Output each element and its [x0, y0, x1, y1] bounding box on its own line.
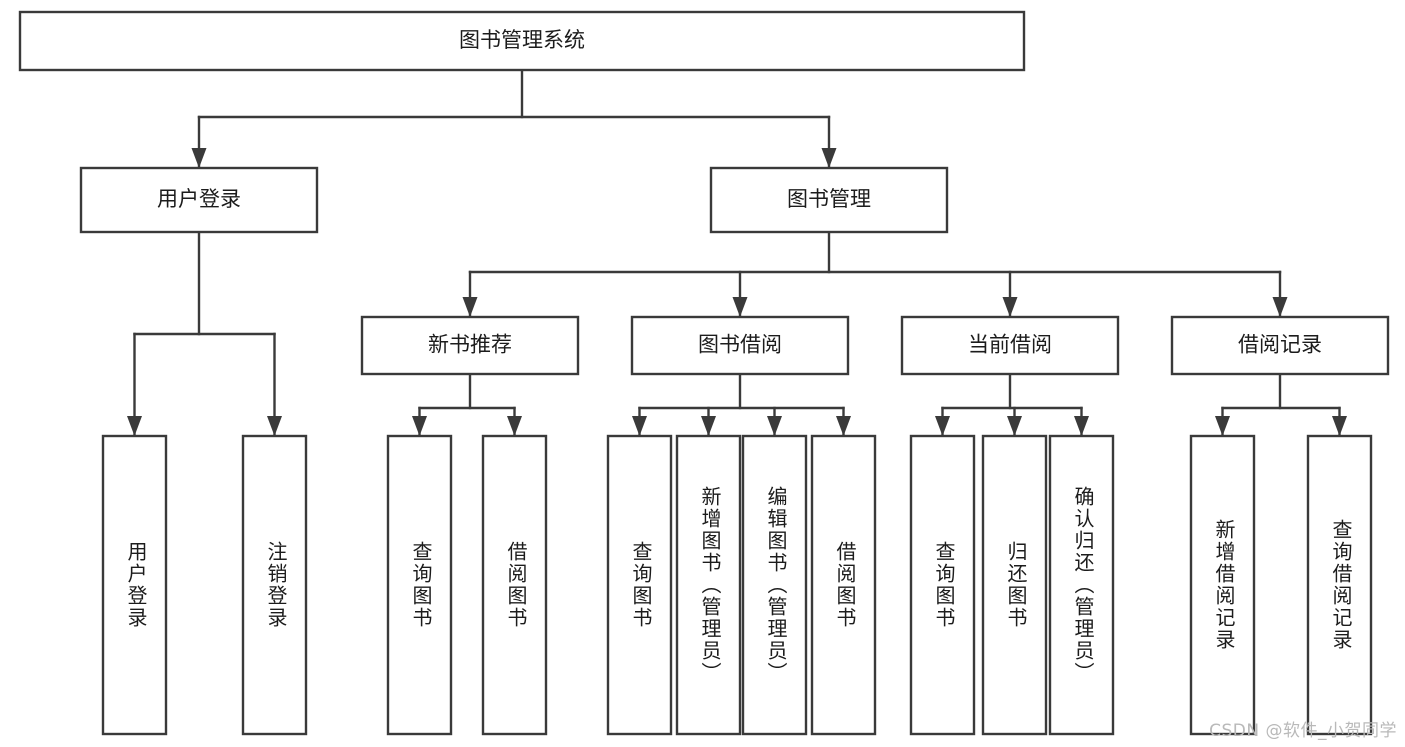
node-label-root: 图书管理系统 — [459, 28, 585, 52]
node-label-leaf-add-borrow-record: 新增借阅记录 — [1212, 519, 1236, 651]
node-current-borrow[interactable]: 当前借阅 — [900, 315, 1120, 376]
node-new-book-recommend[interactable]: 新书推荐 — [360, 315, 580, 376]
arrow-head-icon-current-borrow-0 — [935, 416, 950, 436]
node-box-leaf-query-book-recommend — [386, 434, 453, 736]
node-label-borrow-records: 借阅记录 — [1238, 333, 1322, 357]
arrow-head-icon-level3-3 — [1272, 297, 1288, 317]
node-leaf-user-logout[interactable]: 注销登录 — [241, 434, 308, 736]
node-root[interactable]: 图书管理系统 — [18, 10, 1026, 72]
node-box-leaf-query-borrow-record — [1306, 434, 1373, 736]
node-box-leaf-return-book — [981, 434, 1048, 736]
node-leaf-add-book-admin[interactable]: 新增图书（管理员） — [675, 434, 742, 736]
node-label-leaf-edit-book-admin: 编辑图书（管理员） — [764, 486, 788, 684]
arrow-head-icon-level2-1 — [821, 148, 837, 168]
node-label-current-borrow: 当前借阅 — [968, 333, 1052, 357]
node-leaf-edit-book-admin[interactable]: 编辑图书（管理员） — [741, 434, 808, 736]
node-box-leaf-borrow-book — [810, 434, 877, 736]
arrow-head-icon-book-borrow-2 — [767, 416, 782, 436]
node-label-new-book-recommend: 新书推荐 — [428, 333, 512, 357]
node-borrow-records[interactable]: 借阅记录 — [1170, 315, 1390, 376]
node-box-leaf-query-book-borrow — [606, 434, 673, 736]
arrow-head-icon-current-borrow-2 — [1074, 416, 1089, 436]
node-leaf-query-book-recommend[interactable]: 查询图书 — [386, 434, 453, 736]
arrow-head-icon-book-borrow-3 — [836, 416, 851, 436]
node-book-manage[interactable]: 图书管理 — [709, 166, 949, 234]
node-label-leaf-borrow-book: 借阅图书 — [833, 541, 857, 629]
node-leaf-borrow-book[interactable]: 借阅图书 — [810, 434, 877, 736]
arrow-head-icon-new-book-recommend-0 — [412, 416, 427, 436]
node-leaf-query-book-current[interactable]: 查询图书 — [909, 434, 976, 736]
node-box-leaf-add-borrow-record — [1189, 434, 1256, 736]
node-box-leaf-edit-book-admin — [741, 434, 808, 736]
node-box-leaf-add-book-admin — [675, 434, 742, 736]
node-label-leaf-borrow-book-recommend: 借阅图书 — [504, 541, 528, 629]
node-label-leaf-user-login: 用户登录 — [124, 541, 148, 629]
node-box-leaf-borrow-book-recommend — [481, 434, 548, 736]
node-leaf-confirm-return-admin[interactable]: 确认归还（管理员） — [1048, 434, 1115, 736]
node-label-leaf-user-logout: 注销登录 — [264, 541, 288, 629]
node-book-borrow[interactable]: 图书借阅 — [630, 315, 850, 376]
arrow-head-icon-level3-0 — [462, 297, 478, 317]
node-user-login[interactable]: 用户登录 — [79, 166, 319, 234]
arrow-head-icon-level3-2 — [1002, 297, 1018, 317]
arrow-head-icon-current-borrow-1 — [1007, 416, 1022, 436]
node-label-leaf-return-book: 归还图书 — [1004, 541, 1028, 629]
arrow-head-icon-new-book-recommend-1 — [507, 416, 522, 436]
node-box-book-manage — [709, 166, 949, 234]
connectors-layer — [127, 68, 1347, 436]
node-label-leaf-add-book-admin: 新增图书（管理员） — [698, 486, 722, 684]
node-label-book-manage: 图书管理 — [787, 187, 871, 211]
arrow-head-icon-borrow-records-1 — [1332, 416, 1347, 436]
node-label-leaf-query-book-borrow: 查询图书 — [629, 541, 653, 629]
arrow-head-icon-borrow-records-0 — [1215, 416, 1230, 436]
arrow-head-icon-book-borrow-1 — [701, 416, 716, 436]
node-box-root — [18, 10, 1026, 72]
arrow-head-icon-user-login-1 — [267, 416, 282, 436]
node-box-new-book-recommend — [360, 315, 580, 376]
node-leaf-return-book[interactable]: 归还图书 — [981, 434, 1048, 736]
node-box-leaf-query-book-current — [909, 434, 976, 736]
node-leaf-add-borrow-record[interactable]: 新增借阅记录 — [1189, 434, 1256, 736]
node-leaf-query-borrow-record[interactable]: 查询借阅记录 — [1306, 434, 1373, 736]
node-box-user-login — [79, 166, 319, 234]
node-label-user-login: 用户登录 — [157, 187, 241, 211]
arrow-head-icon-book-borrow-0 — [632, 416, 647, 436]
nodes-layer: 图书管理系统用户登录图书管理新书推荐图书借阅当前借阅借阅记录用户登录注销登录查询… — [18, 10, 1390, 736]
node-box-borrow-records — [1170, 315, 1390, 376]
node-box-current-borrow — [900, 315, 1120, 376]
node-box-leaf-user-logout — [241, 434, 308, 736]
arrow-head-icon-level3-1 — [732, 297, 748, 317]
arrow-head-icon-level2-0 — [191, 148, 207, 168]
node-label-leaf-query-borrow-record: 查询借阅记录 — [1329, 519, 1353, 651]
node-leaf-user-login[interactable]: 用户登录 — [101, 434, 168, 736]
node-box-book-borrow — [630, 315, 850, 376]
arrow-head-icon-user-login-0 — [127, 416, 142, 436]
node-box-leaf-user-login — [101, 434, 168, 736]
node-label-leaf-confirm-return-admin: 确认归还（管理员） — [1071, 486, 1095, 684]
node-label-book-borrow: 图书借阅 — [698, 333, 782, 357]
node-leaf-borrow-book-recommend[interactable]: 借阅图书 — [481, 434, 548, 736]
node-box-leaf-confirm-return-admin — [1048, 434, 1115, 736]
node-label-leaf-query-book-current: 查询图书 — [932, 541, 956, 629]
node-label-leaf-query-book-recommend: 查询图书 — [409, 541, 433, 629]
node-leaf-query-book-borrow[interactable]: 查询图书 — [606, 434, 673, 736]
